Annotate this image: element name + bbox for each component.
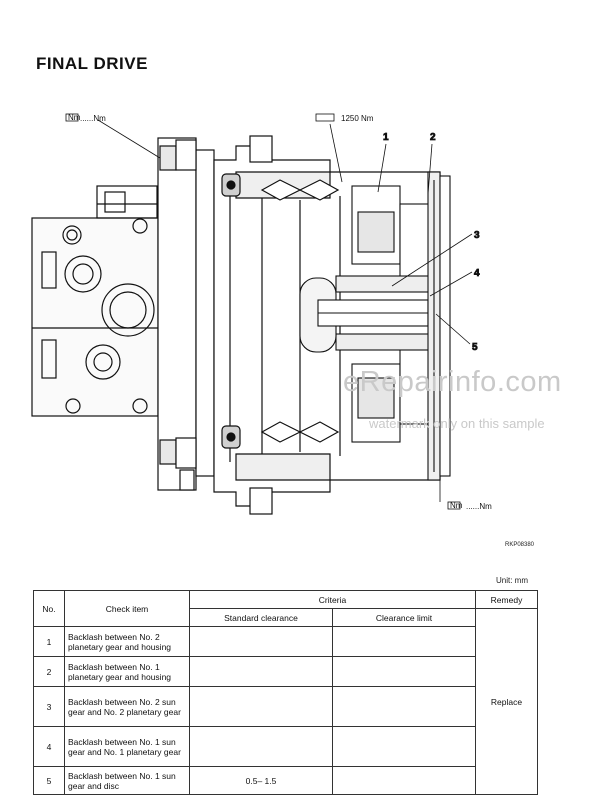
flange <box>157 137 215 491</box>
row-no: 1 <box>33 626 65 657</box>
row-standard <box>189 656 333 687</box>
table-row: 4 Backlash between No. 1 sun gear and No… <box>33 726 538 767</box>
row-check-item: Backlash between No. 1 planetary gear an… <box>64 656 190 687</box>
table-row: 5 Backlash between No. 1 sun gear and di… <box>33 766 538 795</box>
row-standard: 0.5– 1.5 <box>189 766 333 795</box>
callout-3: 3 <box>474 230 480 241</box>
table-row: 2 Backlash between No. 1 planetary gear … <box>33 656 538 687</box>
row-no: 5 <box>33 766 65 795</box>
torque-value-2: 1250 Nm <box>341 114 374 123</box>
page-title: FINAL DRIVE <box>36 54 148 73</box>
row-standard <box>189 726 333 767</box>
row-standard <box>189 686 333 727</box>
torque-value-3: ......Nm <box>466 502 492 511</box>
final-drive-cross-section: Nm ......Nm 1250 Nm Nm ......Nm 1 2 3 4 … <box>31 113 492 515</box>
row-check-item: Backlash between No. 2 planetary gear an… <box>64 626 190 657</box>
header-no: No. <box>33 590 65 627</box>
torque-value-1: ......Nm <box>80 114 106 123</box>
row-check-item: Backlash between No. 1 sun gear and disc <box>64 766 190 795</box>
torque-tag-3: Nm <box>450 501 463 510</box>
row-no: 4 <box>33 726 65 767</box>
specification-table: No. Check item Criteria Remedy Standard … <box>33 590 538 795</box>
figure-code: RKP08380 <box>505 542 535 548</box>
header-standard-clearance: Standard clearance <box>189 608 333 627</box>
row-standard <box>189 626 333 657</box>
header-clearance-limit: Clearance limit <box>332 608 476 627</box>
row-limit <box>332 656 476 687</box>
row-check-item: Backlash between No. 1 sun gear and No. … <box>64 726 190 767</box>
table-row: 3 Backlash between No. 2 sun gear and No… <box>33 686 538 727</box>
remedy-cell: Replace <box>475 608 538 795</box>
motor-housing <box>31 185 159 417</box>
table-row: 1 Backlash between No. 2 planetary gear … <box>33 626 538 657</box>
callout-5: 5 <box>472 342 478 353</box>
row-limit <box>332 766 476 795</box>
unit-label: Unit: mm <box>496 576 528 585</box>
torque-tag-1: Nm <box>68 113 81 122</box>
header-remedy: Remedy <box>475 590 538 609</box>
row-limit <box>332 626 476 657</box>
callout-1: 1 <box>383 132 389 143</box>
watermark: eRepairinfo.com <box>343 366 562 398</box>
planetary-gears <box>299 171 451 481</box>
row-no: 3 <box>33 686 65 727</box>
row-limit <box>332 726 476 767</box>
torque-marks: Nm ......Nm 1250 Nm Nm ......Nm <box>65 113 492 511</box>
header-criteria: Criteria <box>189 590 476 609</box>
callout-4: 4 <box>474 268 480 279</box>
row-check-item: Backlash between No. 2 sun gear and No. … <box>64 686 190 727</box>
row-no: 2 <box>33 656 65 687</box>
row-limit <box>332 686 476 727</box>
callout-2: 2 <box>430 132 436 143</box>
header-check-item: Check item <box>64 590 190 627</box>
callouts: 1 2 3 4 5 <box>377 132 480 353</box>
watermark-sub: watermark only on this sample <box>369 416 545 431</box>
